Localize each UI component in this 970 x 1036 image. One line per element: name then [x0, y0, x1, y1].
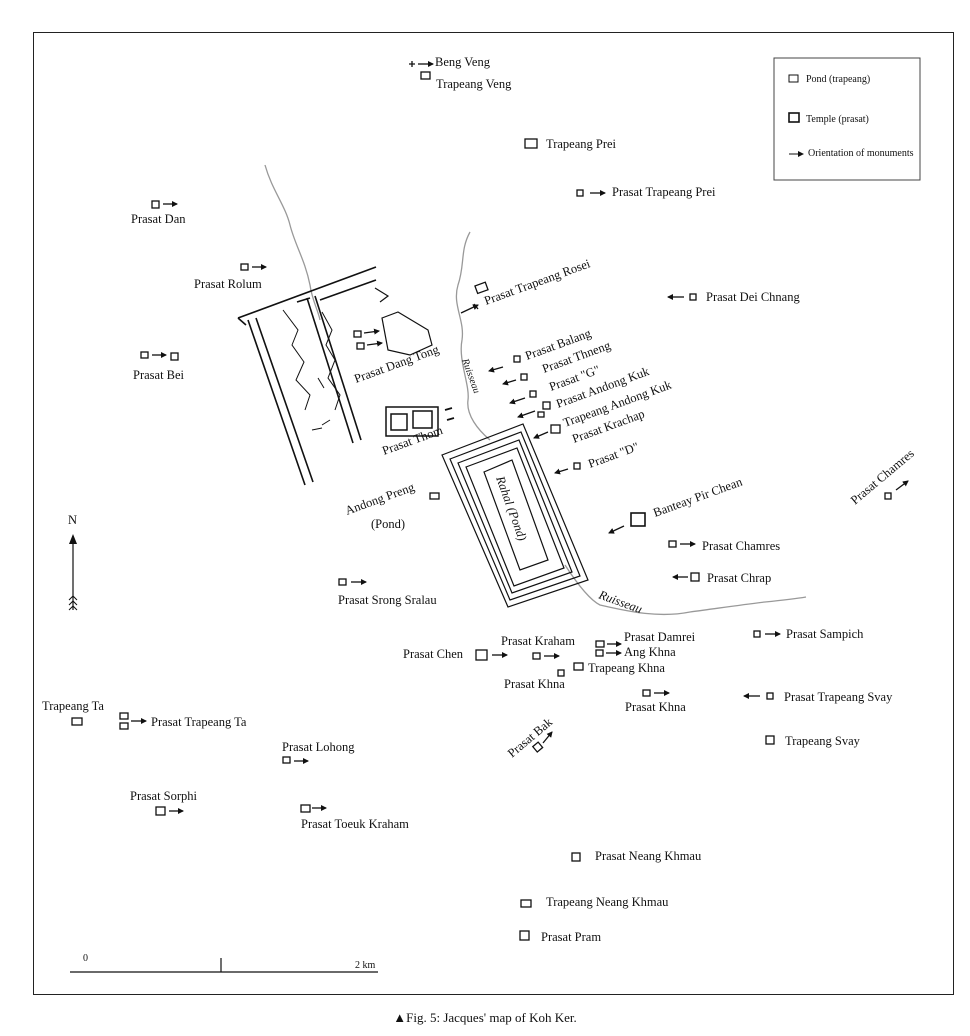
scale-end-label: 2 km — [355, 960, 376, 971]
temple-symbol-icon — [788, 112, 800, 123]
label-trapeang-prei: Trapeang Prei — [546, 137, 617, 151]
label-prasat-damrei: Prasat Damrei — [624, 630, 696, 644]
label-prasat-lohong: Prasat Lohong — [282, 740, 355, 754]
label-trapeang-veng: Trapeang Veng — [436, 77, 512, 91]
label-prasat-neang-khmau: Prasat Neang Khmau — [595, 849, 702, 863]
label-rahal-pond: Rahal (Pond) — [493, 473, 530, 542]
legend-orientation-label: Orientation of monuments — [808, 148, 914, 159]
north-arrow: N — [68, 513, 78, 611]
label-prasat-trapeang-ta: Prasat Trapeang Ta — [151, 715, 247, 729]
map-frame — [33, 32, 954, 995]
label-prasat-sorphi: Prasat Sorphi — [130, 789, 198, 803]
label-prasat-chamres-ne: Prasat Chamres — [848, 446, 917, 507]
scale-bar: 0 2 km — [70, 953, 378, 973]
label-prasat-khna-1: Prasat Khna — [504, 677, 565, 691]
scale-zero-label: 0 — [83, 953, 88, 964]
label-prasat-khna-2: Prasat Khna — [625, 700, 686, 714]
label-prasat-srong-sralau: Prasat Srong Sralau — [338, 593, 437, 607]
label-trapeang-svay: Trapeang Svay — [785, 734, 861, 748]
label-trapeang-ta: Trapeang Ta — [42, 699, 104, 713]
stream-ruisseau-south — [564, 564, 807, 616]
stream-northwest — [264, 164, 321, 321]
label-prasat-rolum: Prasat Rolum — [194, 277, 262, 291]
label-prasat-d: Prasat "D" — [586, 440, 641, 471]
label-prasat-dei-chnang: Prasat Dei Chnang — [706, 290, 800, 304]
walled-enclosure — [237, 266, 433, 486]
label-prasat-toeuk-kraham: Prasat Toeuk Kraham — [301, 817, 409, 831]
label-prasat-trapeang-prei: Prasat Trapeang Prei — [612, 185, 716, 199]
label-ruisseau-south: Ruisseau — [596, 587, 644, 616]
label-prasat-dang-tong: Prasat Dang Tong — [352, 342, 441, 386]
label-prasat-chen: Prasat Chen — [403, 647, 464, 661]
legend: Pond (trapeang) Temple (prasat) Orientat… — [773, 57, 921, 181]
label-banteay-pir-chean: Banteay Pir Chean — [651, 474, 745, 519]
label-prasat-dan: Prasat Dan — [131, 212, 186, 226]
label-prasat-trapeang-svay: Prasat Trapeang Svay — [784, 690, 893, 704]
label-ang-khna: Ang Khna — [624, 645, 676, 659]
label-andong-preng: Andong Preng — [343, 480, 417, 518]
streams — [264, 164, 807, 616]
pond-symbol-icon — [788, 74, 799, 83]
site-markers — [71, 61, 909, 941]
stream-ruisseau-north — [455, 231, 491, 441]
north-label: N — [68, 513, 77, 527]
legend-pond-label: Pond (trapeang) — [806, 74, 870, 85]
label-prasat-trapeang-rosei: Prasat Trapeang Rosei — [482, 256, 592, 308]
label-prasat-chamres: Prasat Chamres — [702, 539, 780, 553]
prasat-thom-complex — [385, 406, 455, 437]
label-prasat-chrap: Prasat Chrap — [707, 571, 771, 585]
label-trapeang-khna: Trapeang Khna — [588, 661, 665, 675]
north-arrow-icon — [69, 534, 77, 544]
label-prasat-bei: Prasat Bei — [133, 368, 185, 382]
rahal-pond — [441, 423, 589, 608]
label-trapeang-neang-khmau: Trapeang Neang Khmau — [546, 895, 669, 909]
legend-temple-label: Temple (prasat) — [806, 114, 869, 125]
figure-caption: ▲Fig. 5: Jacques' map of Koh Ker. — [393, 1010, 577, 1025]
label-prasat-kraham: Prasat Kraham — [501, 634, 575, 648]
label-beng-veng: Beng Veng — [435, 55, 491, 69]
label-ruisseau-north: Ruisseau — [459, 356, 482, 395]
label-andong-preng-pond: (Pond) — [371, 517, 405, 531]
label-prasat-sampich: Prasat Sampich — [786, 627, 864, 641]
label-prasat-pram: Prasat Pram — [541, 930, 601, 944]
